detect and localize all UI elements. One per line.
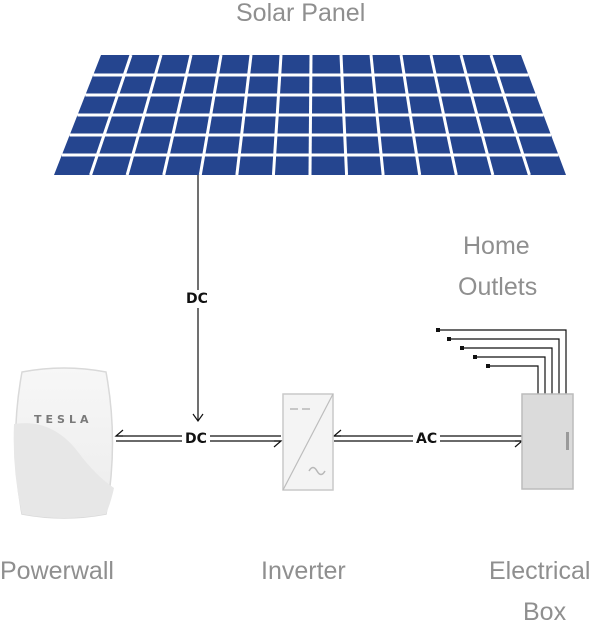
inverter-unit [282, 393, 334, 491]
solar-panel-grid [61, 54, 559, 176]
solar-panel-label: Solar Panel [236, 0, 366, 27]
electrical-box-label-line1: Electrical [489, 557, 591, 585]
inverter-label: Inverter [261, 557, 346, 585]
powerwall-brand-logo: TESLA [34, 413, 93, 426]
outlet-wire-2 [449, 338, 560, 394]
powerwall-label: Powerwall [0, 557, 114, 585]
outlet-wire-4 [475, 356, 546, 394]
electrical-box-label-line2: Box [523, 598, 567, 626]
outlet-wire-5 [488, 365, 539, 394]
dc-horizontal-flow-label: DC [182, 430, 210, 448]
outlet-wire-1 [438, 329, 567, 394]
dc-arrow-right [273, 440, 283, 448]
powerwall-unit [13, 367, 115, 519]
ac-arrow-right [514, 440, 524, 448]
dc-vertical-arrow [192, 413, 204, 423]
home-outlets-label-line2: Outlets [458, 273, 538, 301]
solar-panel [54, 54, 566, 176]
outlet-wire-3 [462, 347, 553, 394]
wires [114, 175, 567, 448]
home-outlets-label-line1: Home [463, 232, 530, 260]
dc-vertical-flow-label: DC [183, 290, 211, 308]
dc-arrow-left [114, 429, 124, 437]
outlet-terminals [436, 328, 490, 368]
electrical-box-unit [521, 393, 574, 490]
ac-arrow-left [332, 429, 342, 437]
ac-flow-label: AC [413, 430, 441, 448]
